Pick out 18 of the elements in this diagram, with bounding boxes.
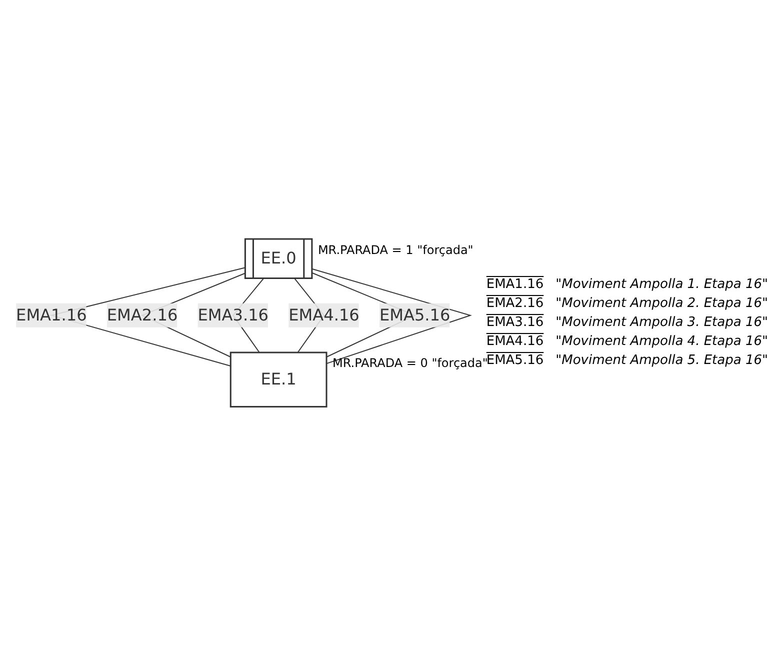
condition-label: EMA1.16 (486, 277, 544, 292)
comment-text: "Moviment Ampolla 1. Etapa 16" (556, 277, 768, 292)
comment-text: "Moviment Ampolla 2. Etapa 16" (556, 296, 768, 311)
condition-label: EMA2.16 (486, 296, 544, 311)
condition-label: EMA4.16 (486, 334, 544, 349)
condition-label: EMA5.16 (486, 353, 544, 368)
comment-text: "Moviment Ampolla 3. Etapa 16" (556, 315, 768, 330)
comment-text: "Moviment Ampolla 5. Etapa 16" (556, 353, 768, 368)
action-text: MR.PARADA = 1 "forçada" (318, 242, 474, 257)
edge-label: EMA2.16 (106, 304, 178, 324)
edge-label: EMA4.16 (288, 304, 360, 324)
edge-label: EMA1.16 (16, 304, 87, 324)
edge-label: EMA3.16 (198, 304, 269, 324)
comment-text: "Moviment Ampolla 4. Etapa 16" (556, 334, 768, 349)
edge-label: EMA5.16 (379, 304, 450, 324)
action-text: MR.PARADA = 0 "forçada" (332, 356, 488, 370)
condition-label: EMA3.16 (486, 315, 544, 330)
node-box: EE.1 (230, 351, 328, 408)
